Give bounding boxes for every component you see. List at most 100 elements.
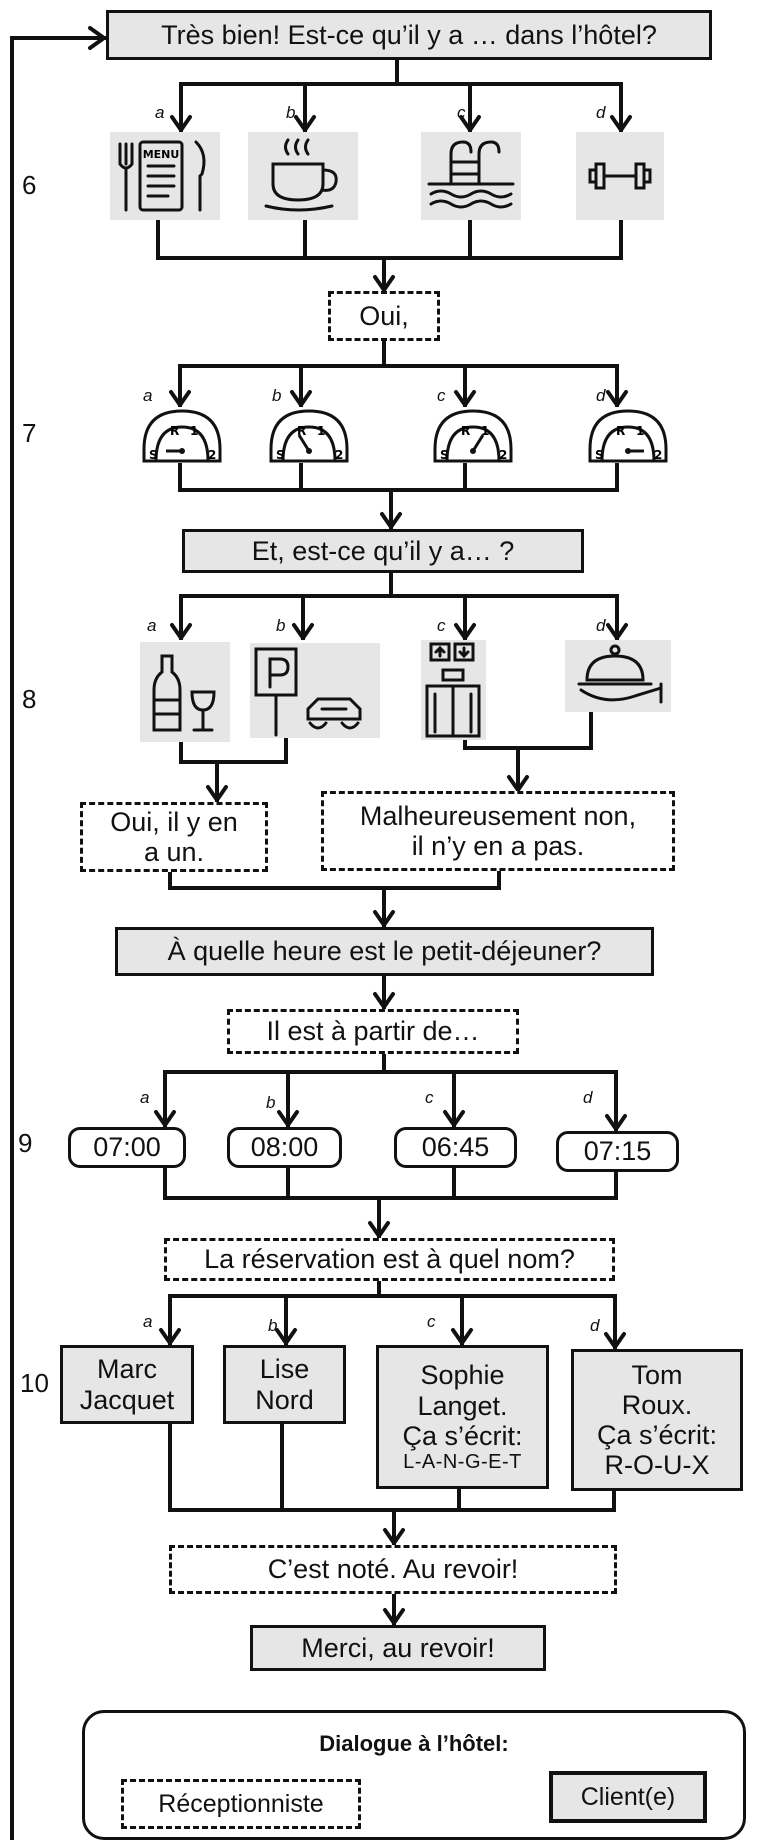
name-a-line2: Jacquet xyxy=(79,1384,175,1415)
time-option-d: 07:15 xyxy=(556,1131,679,1172)
name-c-line1: Sophie xyxy=(420,1360,505,1391)
name-option-d: Tom Roux. Ça s’écrit: R-O-U-X xyxy=(571,1349,743,1491)
floor-dial-s-icon: S R 1 2 xyxy=(142,409,222,463)
response-oui-un-line1: Oui, il y en xyxy=(110,806,238,837)
arrow-head-80 xyxy=(368,1221,390,1238)
arrow-head-44 xyxy=(454,623,476,640)
option-letter-10a: a xyxy=(143,1312,153,1331)
swimming-pool-icon xyxy=(427,140,515,209)
svg-text:1: 1 xyxy=(317,424,325,438)
arrow-head-27 xyxy=(454,390,476,407)
svg-text:S: S xyxy=(149,448,158,462)
name-c-spelling: L-A-N-G-E-T xyxy=(403,1451,522,1474)
svg-text:R: R xyxy=(461,424,470,438)
floor-dial-r-icon: S R 1 2 xyxy=(269,409,349,463)
response-non: Malheureusement non, il n’y en a pas. xyxy=(321,791,675,871)
question-nom-text: La réservation est à quel nom? xyxy=(204,1244,575,1275)
response-partir-text: Il est à partir de… xyxy=(266,1016,480,1047)
response-non-line1: Malheureusement non, xyxy=(359,800,637,831)
option-letter-10b: b xyxy=(268,1316,278,1335)
option-letter-8b: b xyxy=(276,616,286,635)
dumbbell-icon xyxy=(588,162,652,190)
question-nom: La réservation est à quel nom? xyxy=(164,1238,615,1281)
arrow-head-46 xyxy=(606,623,628,640)
option-letter-6c: c xyxy=(457,103,466,122)
legend-receptionniste-text: Réceptionniste xyxy=(158,1790,324,1818)
response-oui-un-line2: a un. xyxy=(143,837,205,867)
name-d-line4: R-O-U-X xyxy=(604,1450,710,1481)
row-number-7: 7 xyxy=(22,418,37,448)
row-number-8: 8 xyxy=(22,684,37,714)
question-heure: À quelle heure est le petit-déjeuner? xyxy=(115,927,654,976)
picture-dial-d: S R 1 2 xyxy=(586,405,670,465)
option-letter-9a: a xyxy=(140,1088,150,1107)
option-letter-6b: b xyxy=(286,103,296,122)
option-letter-6d: d xyxy=(596,103,606,122)
arrow-head-99 xyxy=(383,1608,405,1625)
svg-text:1: 1 xyxy=(481,424,489,438)
arrow-head-23 xyxy=(169,390,191,407)
response-note: C’est noté. Au revoir! xyxy=(169,1545,617,1594)
svg-text:R: R xyxy=(297,424,306,438)
picture-room-service xyxy=(565,640,671,712)
time-option-a: 07:00 xyxy=(68,1127,186,1168)
name-c-line3: Ça s’écrit: xyxy=(402,1420,523,1451)
arrow-head-19 xyxy=(373,275,395,292)
floor-dial-1-icon: S R 1 2 xyxy=(433,409,513,463)
arrow-head-40 xyxy=(170,623,192,640)
svg-text:2: 2 xyxy=(208,448,216,462)
arrow-head-42 xyxy=(292,623,314,640)
closing-merci: Merci, au revoir! xyxy=(250,1625,546,1671)
arrow-head-88 xyxy=(451,1328,473,1345)
name-option-a: Marc Jacquet xyxy=(60,1345,194,1424)
name-c-line2: Langet. xyxy=(417,1390,508,1421)
wine-bar-icon xyxy=(152,654,216,732)
question-intro: Très bien! Est-ce qu’il y a … dans l’hôt… xyxy=(106,10,712,60)
name-d-line2: Roux. xyxy=(621,1389,693,1420)
svg-text:S: S xyxy=(595,448,604,462)
arrow-head-36 xyxy=(380,512,402,529)
question-intro-text: Très bien! Est-ce qu’il y a … dans l’hôt… xyxy=(161,19,657,50)
arrow-head-86 xyxy=(275,1328,297,1345)
option-letter-6a: a xyxy=(155,103,165,122)
option-letter-7a: a xyxy=(143,386,153,405)
picture-restaurant: MENU xyxy=(110,132,220,220)
picture-dial-c: S R 1 2 xyxy=(431,405,515,465)
svg-text:2: 2 xyxy=(654,448,662,462)
row-number-10: 10 xyxy=(20,1368,49,1398)
arrow-head-29 xyxy=(606,390,628,407)
svg-text:R: R xyxy=(170,424,179,438)
arrow-head-84 xyxy=(159,1328,181,1345)
time-option-c: 06:45 xyxy=(394,1127,517,1168)
name-d-line3: Ça s’écrit: xyxy=(596,1420,718,1450)
response-note-text: C’est noté. Au revoir! xyxy=(267,1554,519,1585)
arrow-head-61 xyxy=(373,910,395,927)
arrow-head-6 xyxy=(170,115,192,132)
arrow-head-63 xyxy=(373,992,395,1009)
arrow-head-51 xyxy=(206,785,228,802)
option-letter-9d: d xyxy=(583,1088,593,1107)
picture-pool xyxy=(421,132,521,220)
car-park-icon xyxy=(254,647,362,737)
legend-client-text: Client(e) xyxy=(580,1783,676,1811)
picture-dial-a: S R 1 2 xyxy=(140,405,224,465)
response-non-line2: il n’y en a pas. xyxy=(411,831,585,861)
name-b-line1: Lise xyxy=(259,1354,310,1385)
picture-gym xyxy=(576,132,664,220)
elevator-icon xyxy=(425,642,481,738)
svg-text:2: 2 xyxy=(335,448,343,462)
svg-text:S: S xyxy=(276,448,285,462)
name-option-c: Sophie Langet. Ça s’écrit: L-A-N-G-E-T xyxy=(376,1345,549,1489)
option-letter-8d: d xyxy=(596,616,606,635)
closing-merci-text: Merci, au revoir! xyxy=(301,1632,495,1663)
room-service-icon xyxy=(577,644,663,704)
row-number-6: 6 xyxy=(22,170,37,200)
coffee-cup-icon xyxy=(264,138,338,212)
restaurant-menu-icon: MENU xyxy=(118,140,206,212)
time-option-b-text: 08:00 xyxy=(250,1132,319,1163)
picture-bar xyxy=(140,642,230,742)
option-letter-10c: c xyxy=(427,1312,436,1331)
name-a-line1: Marc xyxy=(97,1354,157,1385)
picture-parking xyxy=(250,643,380,738)
